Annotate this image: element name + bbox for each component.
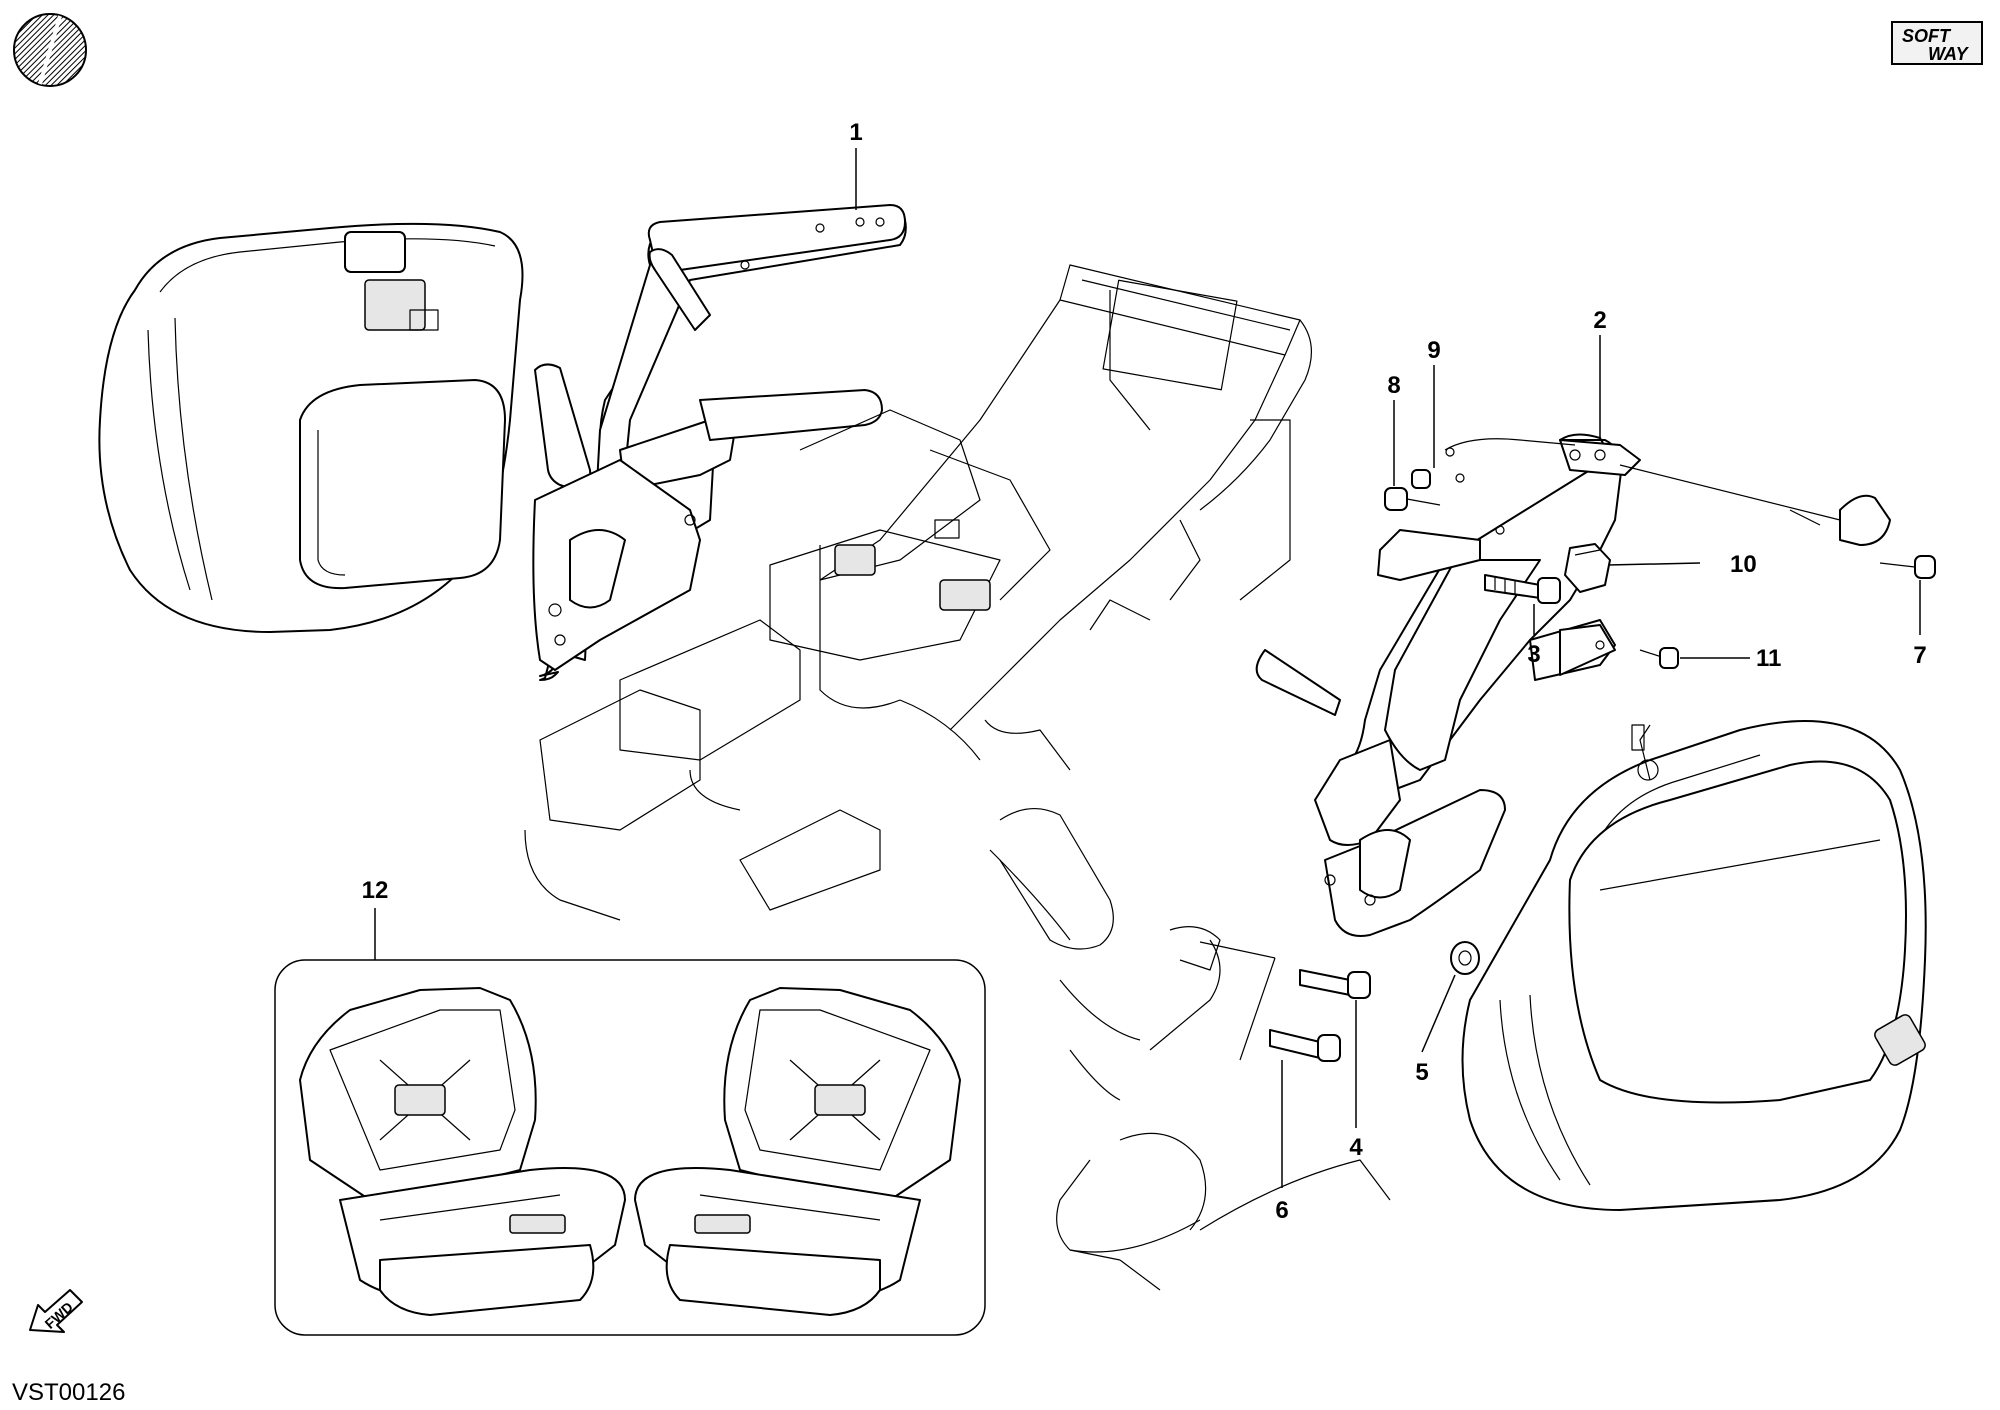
bolt-part-4: [1299, 969, 1371, 999]
callout-7: 7: [1913, 642, 1926, 669]
logo-line-1: SOFT: [1902, 26, 1952, 46]
callout-6: 6: [1275, 1197, 1288, 1224]
drawing-code: VST00126: [12, 1379, 125, 1406]
inner-bag-left: [299, 987, 626, 1316]
screw-part-8: [1384, 487, 1441, 511]
inner-bags-box-part-12: [274, 959, 986, 1336]
rubber-block-part-10: [1564, 543, 1611, 593]
leader-lines: [374, 148, 1921, 1188]
screw-part-11: [1639, 647, 1679, 669]
screw-part-7: [1879, 555, 1936, 579]
callout-2: 2: [1593, 307, 1606, 334]
callout-9: 9: [1427, 337, 1440, 364]
bolt-part-6: [1269, 1029, 1341, 1062]
right-side-case: [1461, 720, 1927, 1211]
left-rack-part-1: [532, 204, 907, 681]
callout-12: 12: [362, 877, 389, 904]
callout-4: 4: [1349, 1134, 1363, 1161]
softway-logo: SOFT WAY: [1891, 21, 1983, 65]
hardware-parts: [1199, 438, 1936, 1062]
callout-10: 10: [1730, 551, 1757, 578]
motorcycle-frame: [524, 264, 1391, 1291]
left-side-case: [98, 222, 524, 633]
callout-3: 3: [1527, 641, 1540, 668]
nut-part-9: [1411, 469, 1431, 489]
callout-8: 8: [1387, 372, 1400, 399]
callout-1: 1: [849, 119, 862, 146]
fwd-arrow-icon: FWD: [29, 1289, 83, 1333]
spacer-part-5: [1450, 941, 1480, 975]
right-rack-part-2: [1255, 433, 1641, 937]
inner-bag-right: [634, 987, 961, 1316]
bolt-part-3: [1484, 574, 1561, 604]
logo-line-2: WAY: [1928, 44, 1970, 64]
callout-labels: 1 2 3 4 5 6 7 8 9 10 11 12: [362, 119, 1927, 1224]
callout-11: 11: [1756, 645, 1781, 672]
callout-5: 5: [1415, 1059, 1428, 1086]
hatched-circle-icon: [13, 13, 87, 87]
